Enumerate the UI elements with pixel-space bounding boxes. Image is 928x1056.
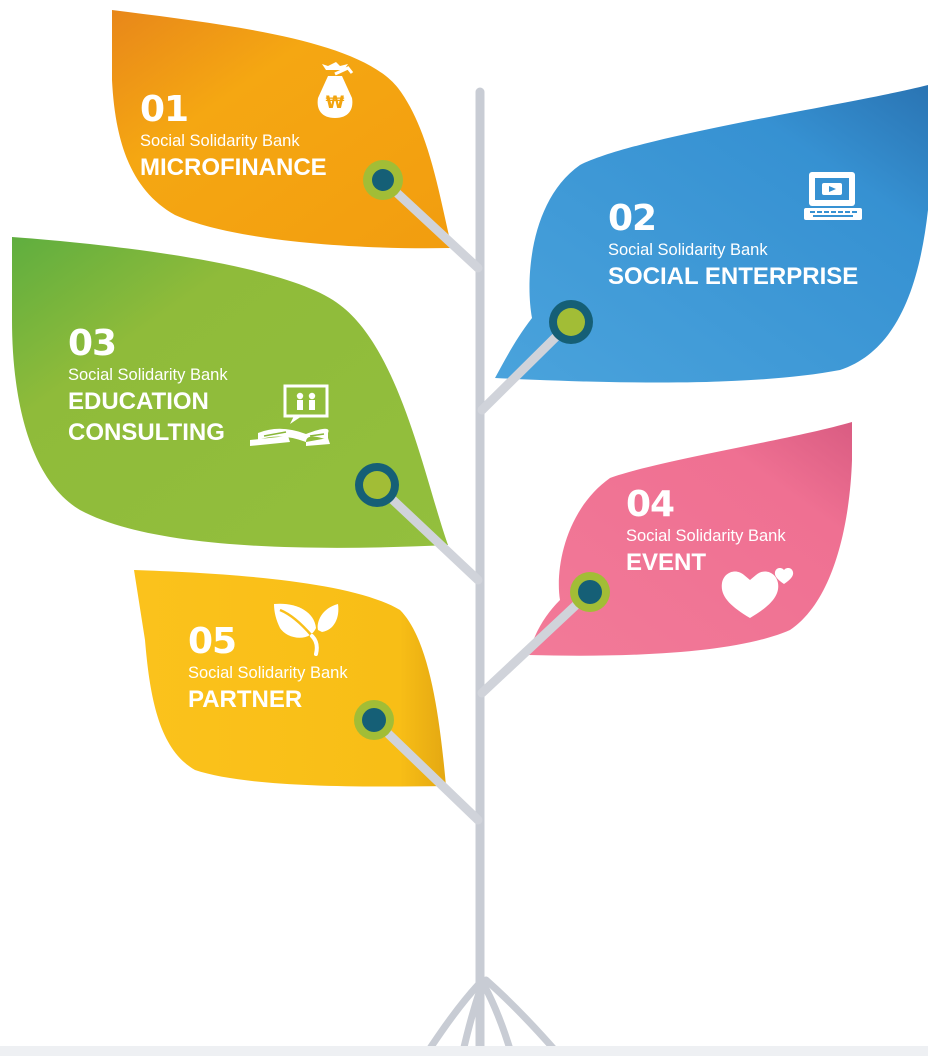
card-subtitle: Social Solidarity Bank (608, 241, 768, 259)
node-event (570, 572, 610, 612)
card-title: EDUCATION CONSULTING (68, 386, 228, 448)
money-bag-icon: ₩ (317, 62, 354, 118)
card-title: SOCIAL ENTERPRISE (608, 261, 858, 292)
card-number: 04 (626, 484, 675, 525)
card-title: MICROFINANCE (140, 152, 327, 183)
card-number: 01 (140, 89, 189, 130)
card-number: 02 (608, 198, 657, 239)
node-microfinance (363, 160, 403, 200)
card-event: 04 Social Solidarity Bank EVENT (626, 485, 786, 578)
card-partner: 05 Social Solidarity Bank PARTNER (188, 622, 348, 715)
branch-event (477, 587, 595, 698)
hearts-icon (721, 568, 794, 618)
card-title-line: EDUCATION (68, 388, 209, 415)
card-microfinance: 01 Social Solidarity Bank MICROFINANCE (140, 90, 327, 183)
card-education-consulting: 03 Social Solidarity Bank EDUCATION CONS… (68, 324, 228, 448)
leaf-icon (274, 603, 339, 656)
node-education (355, 463, 399, 507)
laptop-icon (804, 172, 862, 220)
card-subtitle: Social Solidarity Bank (626, 527, 786, 545)
card-title-line: CONSULTING (68, 419, 225, 446)
card-number: 03 (68, 323, 117, 364)
card-subtitle: Social Solidarity Bank (188, 664, 348, 682)
book-presentation-icon (250, 384, 330, 446)
node-social-enterprise (549, 300, 593, 344)
branch-education (372, 480, 483, 585)
svg-text:₩: ₩ (326, 93, 345, 113)
card-title: PARTNER (188, 684, 348, 715)
card-title-line: EVENT (626, 549, 707, 576)
leaf-social-enterprise-shape (495, 85, 928, 383)
card-subtitle: Social Solidarity Bank (68, 366, 228, 384)
node-partner (354, 700, 394, 740)
card-number: 05 (188, 621, 237, 662)
tree-roots (421, 976, 564, 1056)
card-title-line: PARTNER (188, 686, 303, 713)
bottom-strip (0, 1046, 928, 1056)
card-social-enterprise: 02 Social Solidarity Bank SOCIAL ENTERPR… (608, 199, 858, 292)
card-title: EVENT (626, 547, 786, 578)
leaf-education-shape (12, 237, 448, 548)
branch-partner (369, 715, 483, 825)
card-title-line: MICROFINANCE (140, 154, 327, 181)
branch-microfinance (378, 175, 483, 273)
card-subtitle: Social Solidarity Bank (140, 132, 300, 150)
card-title-line: SOCIAL ENTERPRISE (608, 263, 859, 290)
